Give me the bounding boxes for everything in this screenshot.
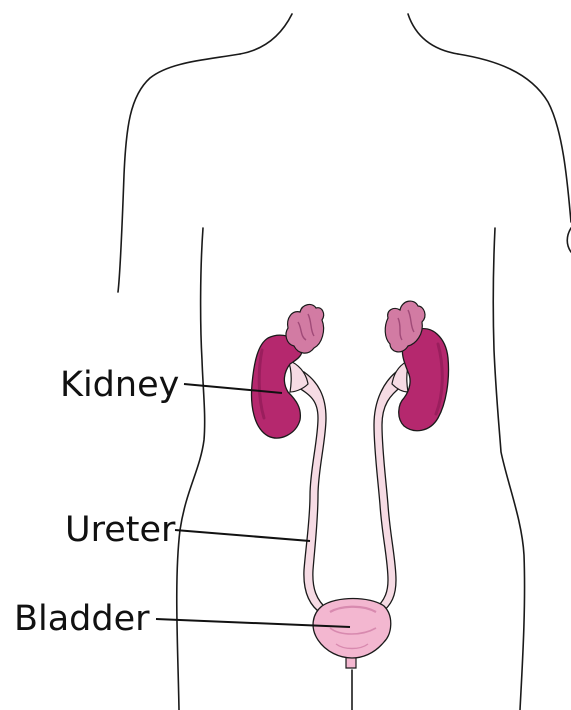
- right-ureter: [374, 372, 402, 614]
- ureter-label: Ureter: [65, 513, 175, 548]
- ureters: [296, 372, 402, 614]
- right-flank: [493, 228, 524, 710]
- neck-left: [240, 14, 292, 54]
- kidney-label: Kidney: [60, 368, 179, 403]
- right-kidney: [385, 301, 448, 431]
- left-ureter: [296, 372, 328, 614]
- bladder: [313, 599, 391, 669]
- bladder-label: Bladder: [14, 602, 150, 637]
- left-renal-pelvis: [288, 360, 308, 392]
- right-arm-edge: [567, 228, 571, 252]
- left-flank: [177, 228, 205, 710]
- shoulder-left: [118, 54, 240, 292]
- neck-right: [408, 14, 458, 54]
- shoulder-right: [458, 54, 571, 222]
- ureter-leader-line: [175, 530, 310, 541]
- left-kidney: [252, 305, 324, 439]
